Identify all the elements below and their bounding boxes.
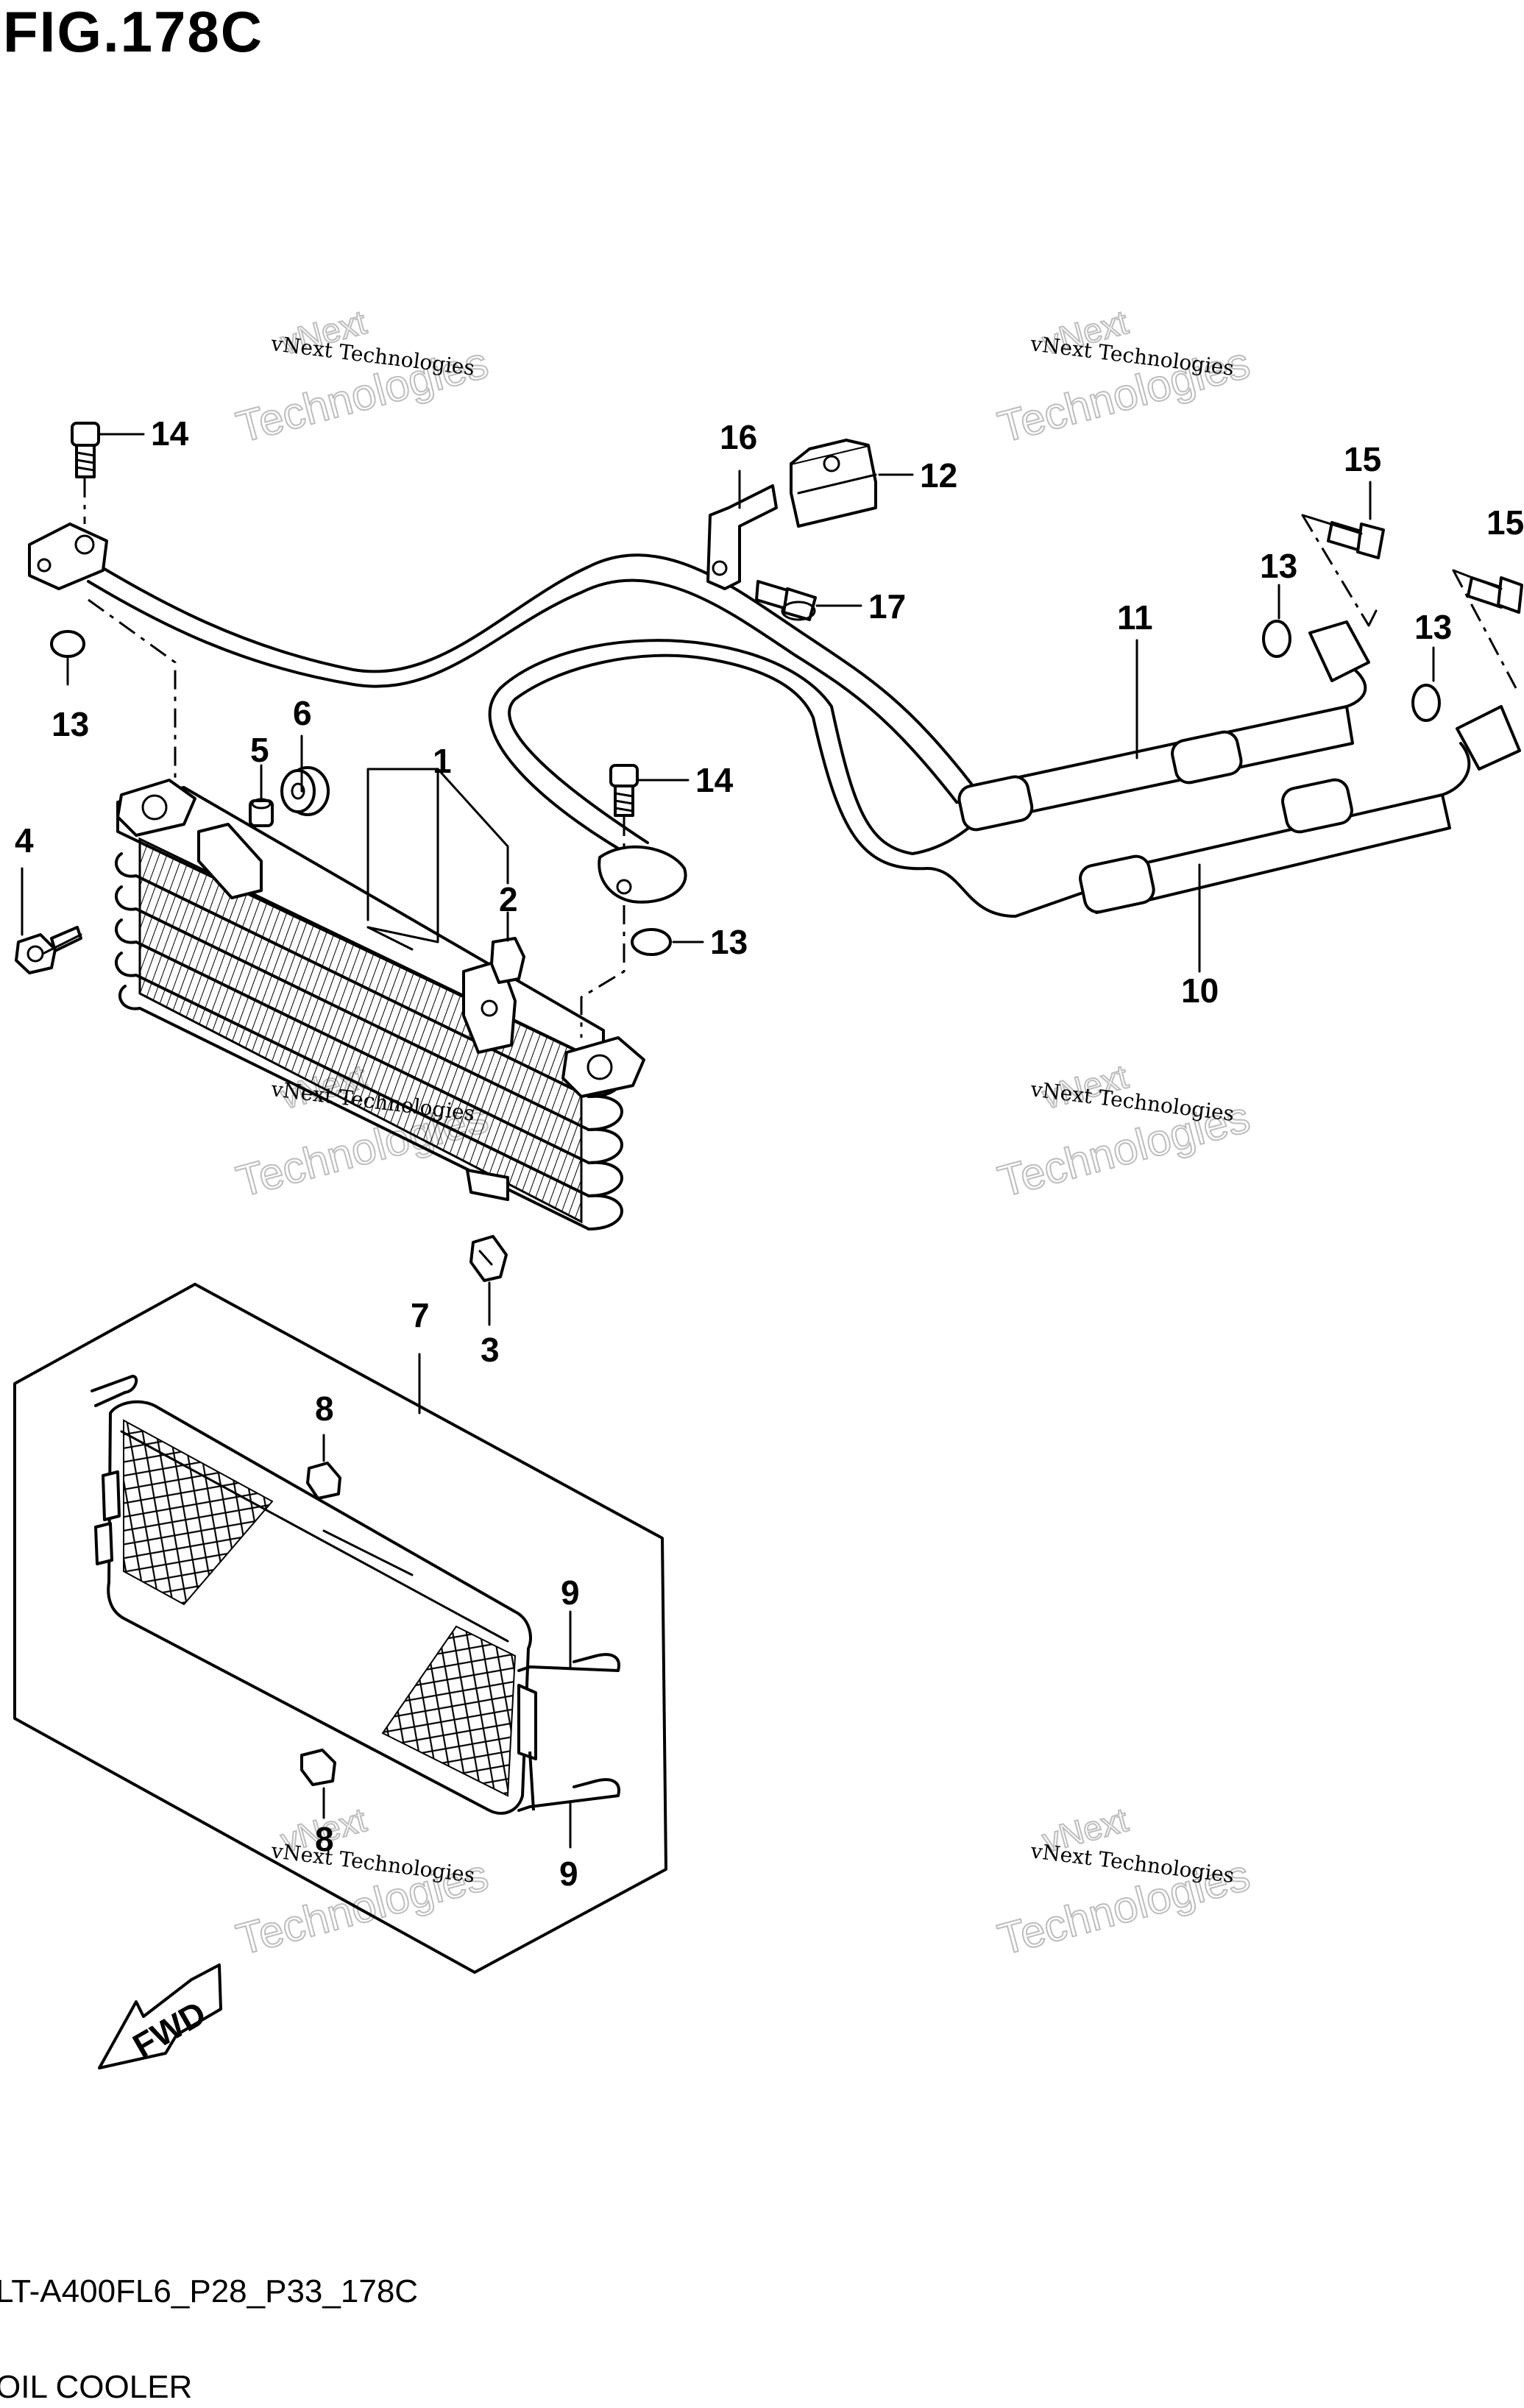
callout-15-a: 15 (1344, 440, 1381, 478)
callout-9-upper: 9 (561, 1573, 580, 1612)
bolt-15-a (1327, 521, 1385, 559)
watermark-top-right: vNext Technologies vNext Technologies (992, 302, 1255, 453)
alignment-lines (83, 478, 1517, 1038)
watermark-bottom-left: vNext Technologies vNext Technologies (230, 1799, 494, 1965)
callout-8-upper: 8 (315, 1389, 334, 1428)
callout-3: 3 (481, 1331, 500, 1369)
callout-2: 2 (499, 880, 518, 918)
svg-text:vNext Technologies: vNext Technologies (1029, 1077, 1236, 1126)
cushion-12 (790, 439, 877, 528)
callout-12: 12 (920, 456, 957, 495)
watermark-top-left: vNext Technologies vNext Technologies (230, 302, 494, 453)
callout-8-lower: 8 (315, 1820, 334, 1858)
o-ring-13-center (631, 928, 672, 956)
callout-14-left: 14 (151, 414, 189, 453)
callout-17: 17 (868, 587, 906, 626)
oil-hose-10 (1079, 705, 1521, 914)
clip-3 (469, 1235, 508, 1282)
bolt-17 (755, 580, 817, 621)
figure-title: FIG.178C (3, 0, 263, 64)
bolt-15-b (1467, 576, 1523, 614)
clip-2 (490, 937, 525, 984)
callout-5: 5 (250, 731, 269, 769)
callout-13-right-a: 13 (1260, 547, 1297, 585)
callout-9-lower: 9 (559, 1855, 578, 1893)
callout-1: 1 (433, 742, 452, 780)
watermark-mid-right: vNext Technologies vNext Technologies (992, 1056, 1255, 1207)
callout-7: 7 (411, 1296, 430, 1334)
guard-screen-7 (13, 1283, 667, 1974)
collar-5 (249, 798, 274, 827)
callout-10: 10 (1181, 971, 1219, 1010)
callout-labels: 1 2 3 4 5 6 7 8 8 9 9 10 11 12 13 13 13 … (15, 414, 1524, 1893)
bolt-14-left (71, 422, 100, 478)
callout-13-left: 13 (52, 705, 89, 743)
clip-8-upper (306, 1462, 341, 1500)
lower-pipe-flange (598, 845, 687, 904)
o-ring-13-left (50, 630, 85, 658)
clip-8-lower (300, 1749, 336, 1786)
callout-16: 16 (720, 418, 757, 456)
watermark-bottom-right: vNext Technologies vNext Technologies (992, 1799, 1255, 1965)
callout-13-right-b: 13 (1414, 608, 1452, 646)
callout-6: 6 (293, 694, 312, 732)
callout-4: 4 (15, 821, 34, 860)
oil-cooler-core (114, 779, 645, 1230)
callout-13-center: 13 (710, 923, 748, 961)
bolt-14-center (609, 764, 639, 817)
o-ring-13-right-a (1262, 620, 1291, 658)
o-ring-13-right-b (1411, 684, 1441, 722)
callout-14-center: 14 (695, 761, 734, 799)
callout-11: 11 (1117, 598, 1153, 637)
grommet-6 (280, 766, 330, 816)
callout-15-b: 15 (1486, 503, 1524, 542)
oil-hose-11 (957, 620, 1370, 832)
leader-lines (21, 433, 1435, 1849)
figure-name: OIL COOLER (0, 2369, 192, 2405)
bracket-16 (706, 484, 778, 590)
figure-code: LT-A400FL6_P28_P33_178C (0, 2273, 418, 2309)
forward-arrow: FWD (98, 1963, 222, 2069)
left-pipe-flange (28, 523, 108, 590)
